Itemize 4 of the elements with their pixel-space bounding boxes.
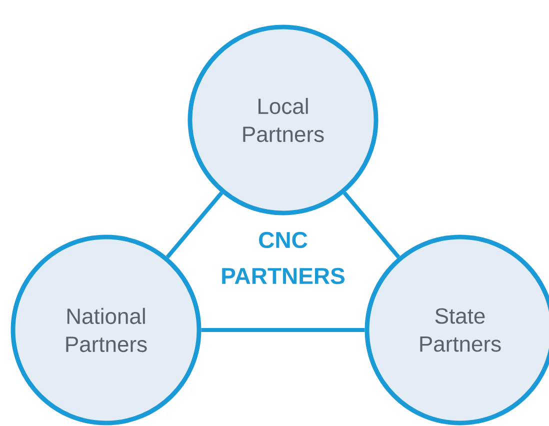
connector-line	[201, 328, 365, 332]
connector-line	[166, 192, 224, 258]
center-title: CNC PARTNERS	[222, 232, 344, 284]
connector-line	[342, 192, 400, 258]
